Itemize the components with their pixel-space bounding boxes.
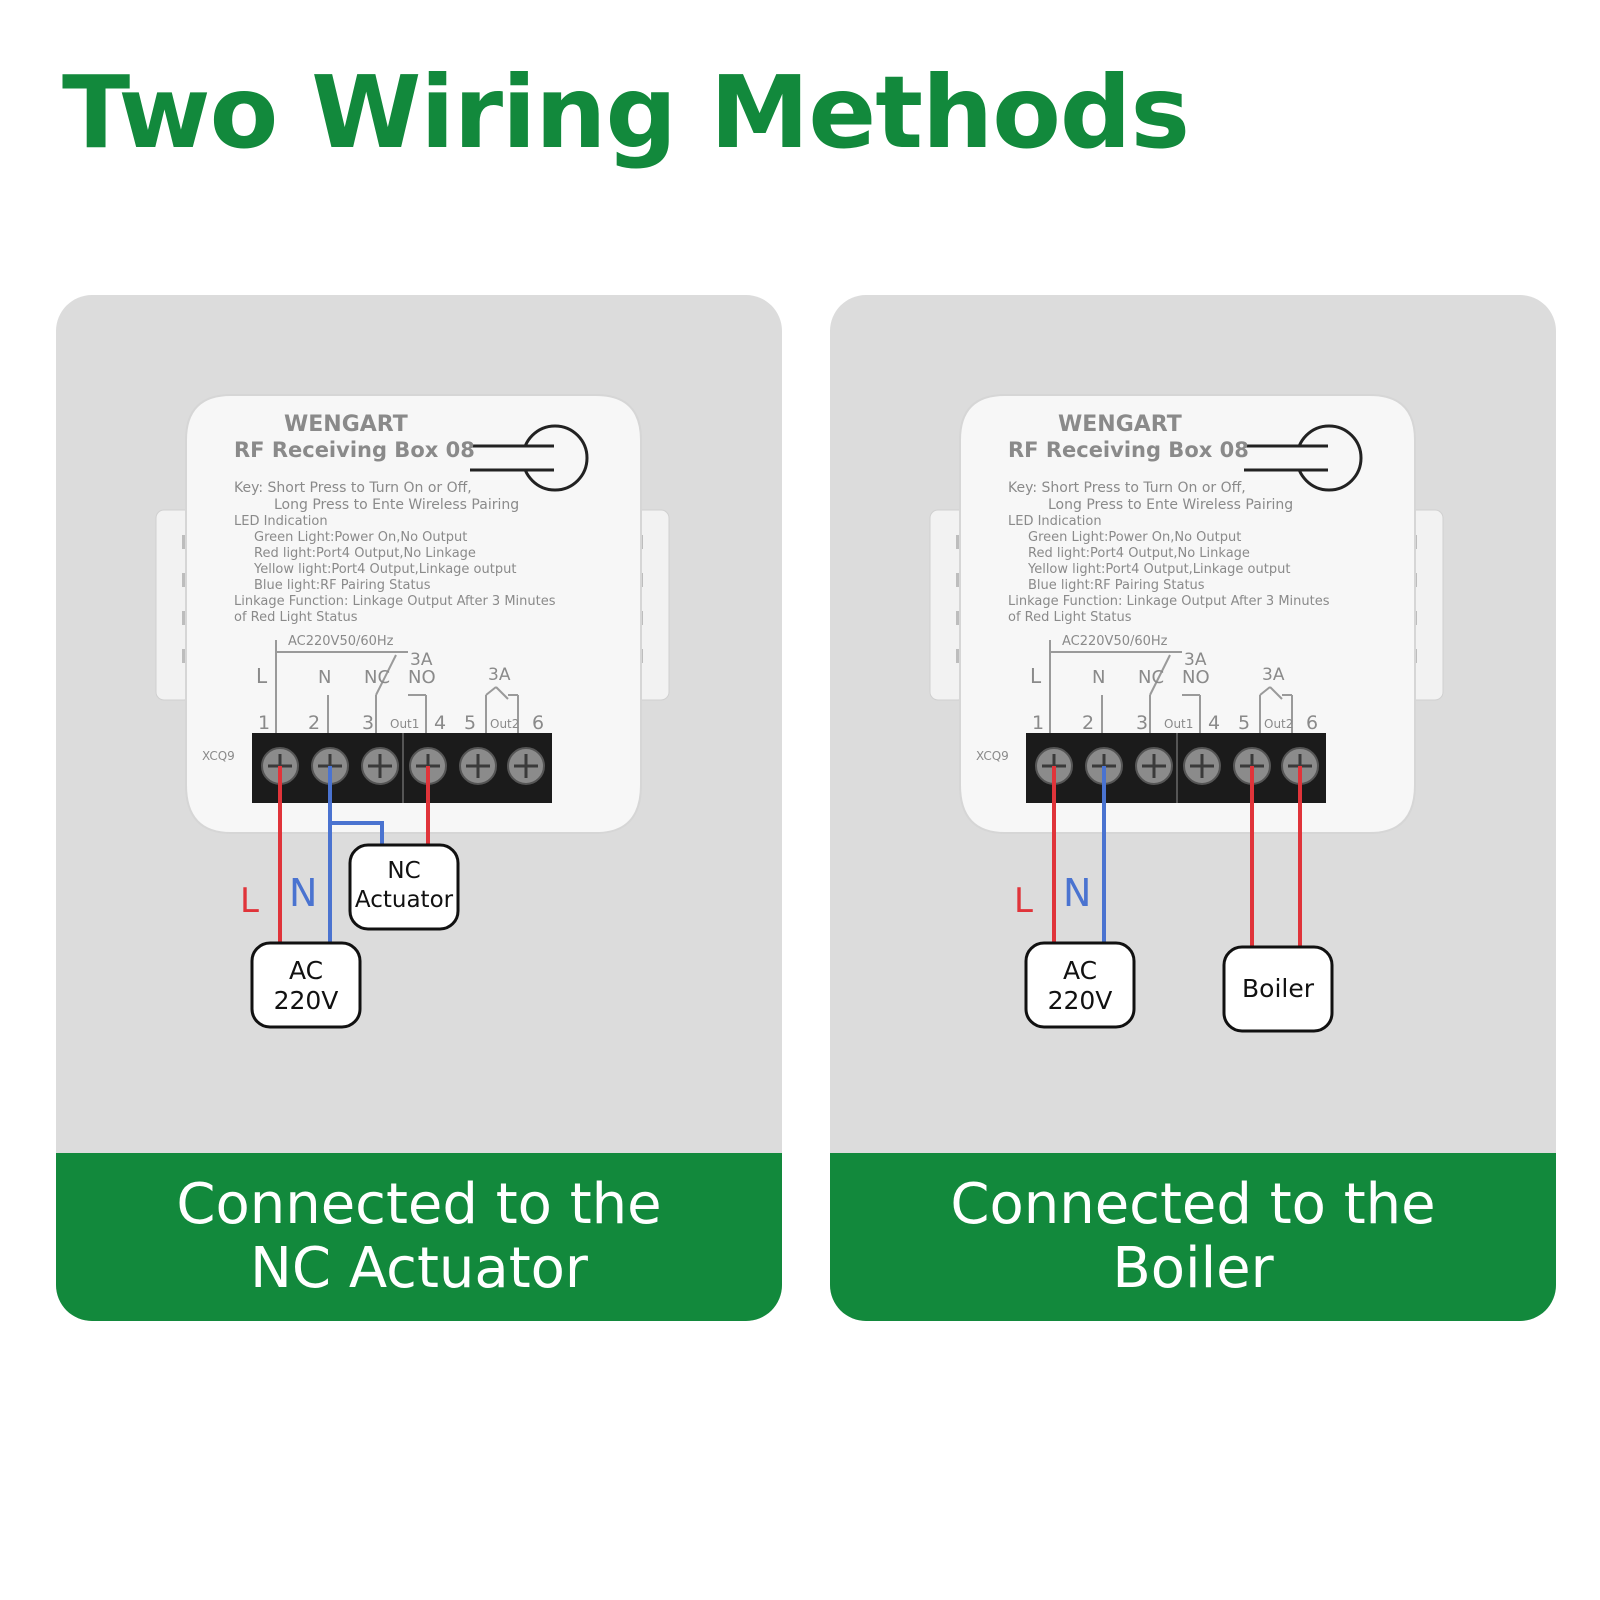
module-rating-out2: 3A [1262, 665, 1285, 685]
nc-actuator-box: NC Actuator [348, 843, 460, 931]
module-linkage-line2: of Red Light Status [1008, 610, 1132, 625]
module-terminal-l: L [1030, 664, 1042, 688]
module-code: XCQ9 [202, 749, 235, 763]
module-terminal-n: N [1092, 667, 1105, 688]
caption-banner-boiler: Connected to the Boiler [830, 1153, 1556, 1321]
module-linkage-line1: Linkage Function: Linkage Output After 3… [234, 594, 556, 609]
module-linkage-line2: of Red Light Status [234, 610, 358, 625]
wiring-diagram-boiler: WENGART RF Receiving Box 08 Key: Short P… [929, 394, 1444, 1033]
module-brand: WENGART [284, 412, 408, 437]
wires [278, 766, 430, 943]
caption-line1: Connected to the [950, 1172, 1436, 1237]
module-out1-label: Out1 [1164, 717, 1193, 731]
caption-banner-nc-actuator: Connected to the NC Actuator [56, 1153, 782, 1321]
module-terminal-n: N [318, 667, 331, 688]
nc-actuator-line1: NC [387, 858, 420, 884]
boiler-box: Boiler [1222, 945, 1334, 1033]
module-led-red: Red light:Port4 Output,No Linkage [1028, 546, 1250, 561]
module-terminal-no: NO [1182, 667, 1210, 688]
panel-nc-actuator: WENGART RF Receiving Box 08 Key: Short P… [56, 295, 782, 1321]
caption-line2: NC Actuator [250, 1236, 588, 1301]
module-led-yellow: Yellow light:Port4 Output,Linkage output [1027, 562, 1290, 577]
wire-label-n: N [1063, 871, 1091, 915]
module-led-yellow: Yellow light:Port4 Output,Linkage output [253, 562, 516, 577]
module-led-green: Green Light:Power On,No Output [254, 530, 467, 545]
module-out1-label: Out1 [390, 717, 419, 731]
module-num-4: 4 [434, 712, 446, 734]
module-key-line2: Long Press to Ente Wireless Pairing [1048, 497, 1293, 513]
module-led-blue: Blue light:RF Pairing Status [1028, 578, 1205, 593]
caption-line2: Boiler [1112, 1236, 1274, 1301]
module-key-line1: Key: Short Press to Turn On or Off, [234, 480, 472, 496]
module-rating-out2: 3A [488, 665, 511, 685]
screw-terminal-5 [459, 747, 497, 785]
module-num-4: 4 [1208, 712, 1220, 734]
wires [1052, 766, 1302, 947]
screw-terminal-3 [1135, 747, 1173, 785]
module-terminal-nc: NC [364, 667, 390, 688]
module-terminal-l: L [256, 664, 268, 688]
page-title: Two Wiring Methods [62, 54, 1190, 171]
ac-box-line1: AC [1063, 956, 1097, 985]
module-code: XCQ9 [976, 749, 1009, 763]
ac-220v-box: AC 220V [1024, 941, 1136, 1029]
module-terminal-nc: NC [1138, 667, 1164, 688]
screw-terminal-6 [507, 747, 545, 785]
module-ac-label: AC220V50/60Hz [288, 634, 394, 649]
module-ac-label: AC220V50/60Hz [1062, 634, 1168, 649]
module-linkage-line1: Linkage Function: Linkage Output After 3… [1008, 594, 1330, 609]
module-num-3: 3 [362, 712, 374, 734]
module-model: RF Receiving Box 08 [1008, 438, 1249, 462]
receiver-module: WENGART RF Receiving Box 08 Key: Short P… [155, 394, 670, 834]
module-num-5: 5 [1238, 712, 1250, 734]
module-rating-out1: 3A [1184, 650, 1207, 670]
terminal-block [252, 733, 552, 803]
panel-boiler: WENGART RF Receiving Box 08 Key: Short P… [830, 295, 1556, 1321]
module-num-3: 3 [1136, 712, 1148, 734]
module-led-title: LED Indication [234, 514, 328, 529]
wire-label-l: L [1014, 881, 1033, 921]
module-led-blue: Blue light:RF Pairing Status [254, 578, 431, 593]
caption-line1: Connected to the [176, 1172, 662, 1237]
module-out2-label: Out2 [490, 717, 519, 731]
module-model: RF Receiving Box 08 [234, 438, 475, 462]
module-led-red: Red light:Port4 Output,No Linkage [254, 546, 476, 561]
ac-box-line2: 220V [274, 986, 339, 1015]
module-num-6: 6 [1306, 712, 1318, 734]
module-terminal-no: NO [408, 667, 436, 688]
module-num-2: 2 [308, 712, 320, 734]
ac-box-line2: 220V [1048, 986, 1113, 1015]
module-key-line2: Long Press to Ente Wireless Pairing [274, 497, 519, 513]
actuator-neutral-wire [330, 821, 384, 845]
module-key-line1: Key: Short Press to Turn On or Off, [1008, 480, 1246, 496]
module-num-2: 2 [1082, 712, 1094, 734]
module-rating-out1: 3A [410, 650, 433, 670]
module-num-5: 5 [464, 712, 476, 734]
module-num-1: 1 [1032, 712, 1044, 734]
ac-220v-box: AC 220V [250, 941, 362, 1029]
module-led-title: LED Indication [1008, 514, 1102, 529]
module-num-6: 6 [532, 712, 544, 734]
wiring-diagram-nc-actuator: WENGART RF Receiving Box 08 Key: Short P… [155, 394, 670, 1029]
ac-box-line1: AC [289, 956, 323, 985]
wire-label-l: L [240, 881, 259, 921]
module-num-1: 1 [258, 712, 270, 734]
terminal-block [1026, 733, 1326, 803]
nc-actuator-line2: Actuator [355, 887, 454, 913]
module-out2-label: Out2 [1264, 717, 1293, 731]
receiver-module: WENGART RF Receiving Box 08 Key: Short P… [929, 394, 1444, 834]
boiler-box-label: Boiler [1242, 974, 1315, 1003]
wire-label-n: N [289, 871, 317, 915]
screw-terminal-3 [361, 747, 399, 785]
module-led-green: Green Light:Power On,No Output [1028, 530, 1241, 545]
module-brand: WENGART [1058, 412, 1182, 437]
screw-terminal-4 [1183, 747, 1221, 785]
